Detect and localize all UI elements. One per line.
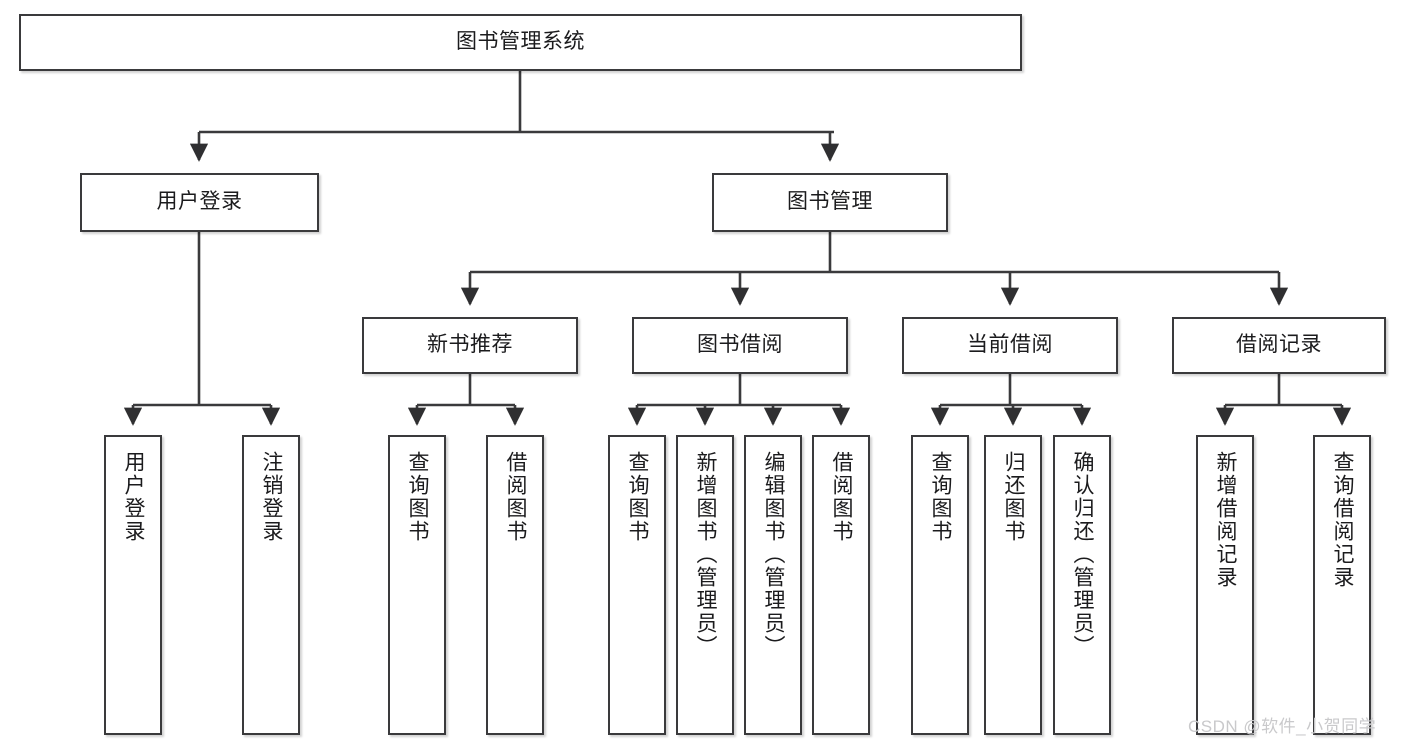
leaf-borrow-book-recommend[interactable]: 借阅图书 — [486, 435, 544, 735]
node-book-borrow[interactable]: 图书借阅 — [632, 317, 848, 374]
leaf-query-borrow-record-label: 查询借阅记录 — [1331, 451, 1355, 589]
leaf-edit-book-admin[interactable]: 编辑图书（管理员） — [744, 435, 802, 735]
leaf-confirm-return-admin[interactable]: 确认归还（管理员） — [1053, 435, 1111, 735]
node-borrow-record-label: 借阅记录 — [1236, 333, 1322, 357]
node-root[interactable]: 图书管理系统 — [19, 14, 1022, 71]
node-book-manage-label: 图书管理 — [787, 190, 873, 214]
node-new-book-recommend[interactable]: 新书推荐 — [362, 317, 578, 374]
leaf-add-borrow-record-label: 新增借阅记录 — [1214, 451, 1238, 589]
leaf-add-book-admin-label: 新增图书（管理员） — [694, 451, 718, 658]
leaf-borrow-book-label: 借阅图书 — [830, 451, 854, 543]
leaf-add-borrow-record[interactable]: 新增借阅记录 — [1196, 435, 1254, 735]
leaf-add-book-admin[interactable]: 新增图书（管理员） — [676, 435, 734, 735]
leaf-query-book-current-label: 查询图书 — [929, 451, 953, 543]
leaf-query-book-recommend[interactable]: 查询图书 — [388, 435, 446, 735]
leaf-query-book-borrow-label: 查询图书 — [626, 451, 650, 543]
node-current-borrow[interactable]: 当前借阅 — [902, 317, 1118, 374]
leaf-query-book-current[interactable]: 查询图书 — [911, 435, 969, 735]
leaf-edit-book-admin-label: 编辑图书（管理员） — [762, 451, 786, 658]
node-user-login-label: 用户登录 — [156, 190, 243, 214]
node-book-manage[interactable]: 图书管理 — [712, 173, 948, 232]
leaf-query-book-borrow[interactable]: 查询图书 — [608, 435, 666, 735]
leaf-borrow-book-recommend-label: 借阅图书 — [504, 451, 528, 543]
leaf-return-book-label: 归还图书 — [1002, 451, 1026, 543]
leaf-user-login[interactable]: 用户登录 — [104, 435, 162, 735]
leaf-confirm-return-admin-label: 确认归还（管理员） — [1071, 451, 1095, 658]
leaf-query-book-recommend-label: 查询图书 — [406, 451, 430, 543]
leaf-return-book[interactable]: 归还图书 — [984, 435, 1042, 735]
node-user-login[interactable]: 用户登录 — [80, 173, 319, 232]
leaf-user-login-label: 用户登录 — [122, 451, 146, 543]
leaf-logout[interactable]: 注销登录 — [242, 435, 300, 735]
leaf-query-borrow-record[interactable]: 查询借阅记录 — [1313, 435, 1371, 735]
node-book-borrow-label: 图书借阅 — [697, 333, 783, 357]
node-current-borrow-label: 当前借阅 — [967, 333, 1053, 357]
node-borrow-record[interactable]: 借阅记录 — [1172, 317, 1386, 374]
leaf-borrow-book[interactable]: 借阅图书 — [812, 435, 870, 735]
node-new-book-recommend-label: 新书推荐 — [427, 333, 513, 357]
csdn-watermark: CSDN @软件_小贺同学 — [1188, 717, 1377, 736]
leaf-logout-label: 注销登录 — [260, 451, 284, 543]
node-root-label: 图书管理系统 — [456, 30, 585, 54]
